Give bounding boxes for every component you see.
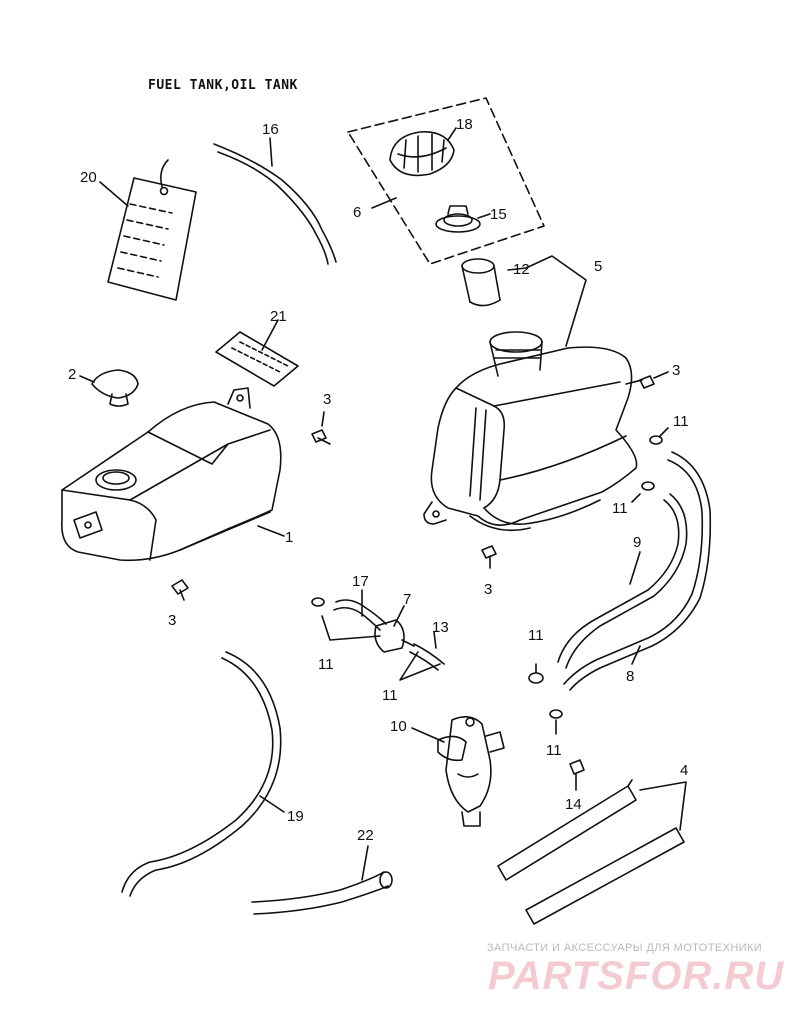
part-3-bolt <box>481 545 497 569</box>
callout-3: 3 <box>168 612 177 629</box>
leader-22 <box>361 845 369 881</box>
part-11-clamp <box>549 709 563 735</box>
part-20-tag-card <box>107 159 197 301</box>
part-11-clamp <box>311 597 381 641</box>
part-2-oil-cap <box>91 369 139 407</box>
leader-8 <box>631 645 641 665</box>
leader-9 <box>629 551 641 585</box>
callout-18: 18 <box>456 116 473 133</box>
part-7-fuel-filter <box>374 619 415 653</box>
callout-11: 11 <box>612 500 628 517</box>
part-11-clamp <box>528 663 544 684</box>
callout-11: 11 <box>382 687 398 704</box>
part-4-strip <box>525 827 685 925</box>
leader-5 <box>507 255 587 347</box>
leader-7 <box>393 605 405 627</box>
callout-3: 3 <box>672 362 681 379</box>
callout-11: 11 <box>528 627 544 644</box>
part-16-hose <box>213 143 337 265</box>
part-11-clamp <box>649 427 669 445</box>
watermark-logo: PARTSFOR.RU <box>488 954 785 998</box>
leader-4 <box>639 781 687 831</box>
part-12-filler-neck <box>461 258 501 307</box>
part-4-strip <box>497 779 637 881</box>
leader-18 <box>447 127 457 141</box>
callout-17: 17 <box>352 573 369 590</box>
part-5-fuel-tank <box>423 331 643 532</box>
callout-10: 10 <box>390 718 407 735</box>
callout-3: 3 <box>484 581 493 598</box>
part-14-screw <box>569 759 585 791</box>
callout-19: 19 <box>287 808 304 825</box>
part-10-fuel-cock <box>437 716 505 827</box>
callout-11: 11 <box>546 742 562 759</box>
part-19-hose <box>121 651 282 897</box>
part-3-bolt <box>311 411 331 445</box>
part-1-oil-tank <box>61 387 282 562</box>
callout-6: 6 <box>353 204 362 221</box>
part-8-hose <box>557 493 688 669</box>
callout-11: 11 <box>673 413 689 430</box>
callout-8: 8 <box>626 668 635 685</box>
part-6-cap-kit-box <box>347 97 545 265</box>
part-21-decal <box>215 331 299 387</box>
part-18-fuel-cap <box>389 131 455 177</box>
leader-1 <box>257 525 285 537</box>
leader-21 <box>261 319 279 351</box>
part-3-bolt <box>639 371 669 389</box>
callout-12: 12 <box>513 261 530 278</box>
watermark-caption: ЗАПЧАСТИ И АКСЕССУАРЫ ДЛЯ МОТОТЕХНИКИ <box>487 942 763 954</box>
callout-13: 13 <box>432 619 449 636</box>
part-9-hose <box>563 451 712 691</box>
leader-13 <box>433 631 437 649</box>
callout-2: 2 <box>68 366 77 383</box>
leader-10 <box>411 727 445 743</box>
callout-11: 11 <box>318 656 334 673</box>
leader-16 <box>269 137 273 167</box>
leader-20 <box>99 181 129 207</box>
leader-2 <box>79 375 95 383</box>
callout-5: 5 <box>594 258 603 275</box>
part-11-clamp <box>631 481 655 503</box>
callout-7: 7 <box>403 591 412 608</box>
callout-15: 15 <box>490 206 507 223</box>
leader-6 <box>371 197 397 209</box>
part-22-hose <box>251 871 393 915</box>
leader-19 <box>259 795 285 813</box>
callout-1: 1 <box>285 529 294 546</box>
callout-14: 14 <box>565 796 582 813</box>
part-13-small-hose <box>409 643 445 671</box>
callout-21: 21 <box>270 308 287 325</box>
part-15-gasket <box>435 205 481 233</box>
part-3-bolt <box>171 579 189 601</box>
callout-3: 3 <box>323 391 332 408</box>
callout-20: 20 <box>80 169 97 186</box>
callout-4: 4 <box>680 762 689 779</box>
leader-15 <box>477 213 491 219</box>
diagram-title: FUEL TANK,OIL TANK <box>148 78 298 93</box>
callout-16: 16 <box>262 121 279 138</box>
callout-9: 9 <box>633 534 642 551</box>
callout-22: 22 <box>357 827 374 844</box>
